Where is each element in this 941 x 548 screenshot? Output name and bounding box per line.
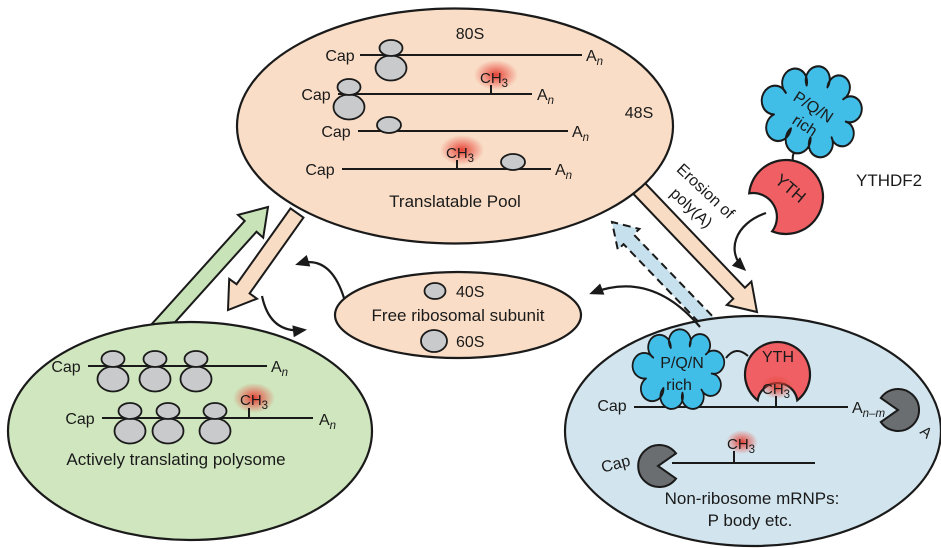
cap-label: Cap (65, 411, 94, 428)
pqn-cloud-label-2: rich (666, 377, 692, 394)
polya-label: An (586, 48, 603, 68)
cap-label: Cap (597, 398, 626, 415)
domain-linker (725, 350, 749, 359)
ythdf2-protein: P/Q/N rich YTH YTHDF2 (731, 56, 922, 272)
label-40s: 40S (456, 284, 484, 301)
pool-mrna-1: Cap An (325, 39, 603, 82)
subunit-60s-icon (420, 329, 448, 353)
m6a-label: CH3 (762, 381, 790, 401)
decapping-nuclease-icon (637, 444, 678, 488)
polysome-title: Actively translating polysome (66, 450, 285, 469)
cap-label: Cap (321, 124, 350, 141)
recycle-arrow-upper (295, 254, 346, 299)
m6a-glow (440, 135, 484, 165)
ribosome-40s-icon (376, 116, 402, 134)
ribosome-80s-icon (151, 402, 185, 445)
label-60s: 60S (456, 334, 484, 351)
m6a-mark: CH3 (474, 60, 518, 94)
ribosome-80s-icon (179, 350, 213, 393)
m6a-glow (726, 430, 758, 454)
translatable-pool-title: Translatable Pool (389, 192, 521, 211)
polya-label: An (319, 412, 336, 432)
ribosome-80s-icon (96, 350, 130, 393)
polysome-mrna-1: Cap An (51, 350, 288, 393)
flux-arrows (142, 176, 759, 345)
ribosome-80s-icon (113, 402, 147, 445)
m6a-mark: CH3 (440, 135, 484, 169)
translatable-pool: 80S 48S Cap An Cap CH3 An Cap An (235, 7, 675, 245)
polysome-pool: Cap An Cap CH3 An Actively translating p… (6, 320, 374, 542)
m6a-mark: CH3 (761, 375, 793, 407)
pqn-cloud-label-1: P/Q/N (660, 355, 704, 372)
m6a-label: CH3 (240, 392, 268, 412)
ribosome-80s-icon (374, 39, 408, 82)
ribosome-80s-icon (198, 402, 232, 445)
arrow-polysome-to-pool (142, 205, 270, 345)
cap-label: Cap (305, 162, 334, 179)
pool-mrna-2: Cap CH3 An (301, 60, 554, 121)
free-subunit-title: Free ribosomal subunit (372, 306, 545, 325)
m6a-glow (761, 375, 793, 399)
m6a-mark: CH3 (233, 383, 275, 418)
ribosome-80s-icon (332, 78, 366, 121)
translatable-pool-ellipse (235, 7, 675, 245)
polya-label: An (572, 124, 589, 144)
polya-trimmed-label: An–m (852, 400, 885, 420)
free-subunit-pool: 40S Free ribosomal subunit 60S (333, 270, 583, 360)
subunit-40s-icon (423, 282, 447, 300)
pool-mrna-3: Cap An (321, 116, 589, 144)
mrnp-title-line2: P body etc. (708, 511, 793, 530)
yth-domain-icon (747, 158, 825, 236)
free-subunit-ellipse (333, 270, 583, 360)
ythdf2-label: YTHDF2 (856, 171, 922, 190)
m6a-glow (474, 60, 518, 90)
arrow-pool-to-polysome (226, 207, 305, 312)
cap-label: Cap (325, 48, 354, 65)
ythdf2-binding-arrow (731, 211, 767, 272)
label-80s: 80S (456, 26, 484, 43)
ribosome-80s-icon (138, 350, 172, 393)
polysome-mrna-2: Cap CH3 An (65, 383, 336, 445)
m6a-label: CH3 (480, 70, 508, 90)
m6a-mark: CH3 (726, 430, 758, 463)
m6a-label: CH3 (727, 436, 755, 456)
exonuclease-icon (879, 388, 921, 432)
yth-domain-label: YTH (762, 349, 794, 366)
ribosome-release-arrow (589, 283, 701, 328)
polya-label: An (555, 162, 572, 182)
polya-label: An (271, 359, 288, 379)
m6a-label: CH3 (446, 145, 474, 165)
mrnp-title-line1: Non-ribosome mRNPs: (665, 489, 840, 508)
subunit-exchange-arrows (260, 254, 701, 338)
m6a-glow (233, 383, 275, 413)
polya-label: An (537, 87, 554, 107)
pool-mrna-4: Cap CH3 An (305, 135, 572, 182)
cap-label: Cap (301, 87, 330, 104)
ribosome-40s-icon (500, 153, 526, 171)
arrow-pool-to-mrnp (626, 176, 759, 314)
mrnp-pool: Cap An–m P/Q/N rich YTH CH3 A Cap CH3 (563, 314, 941, 548)
label-48s: 48S (625, 105, 653, 122)
arrow-mrnp-to-pool (610, 220, 723, 337)
recycle-arrow-lower (260, 295, 307, 338)
cap-label: Cap (51, 359, 80, 376)
